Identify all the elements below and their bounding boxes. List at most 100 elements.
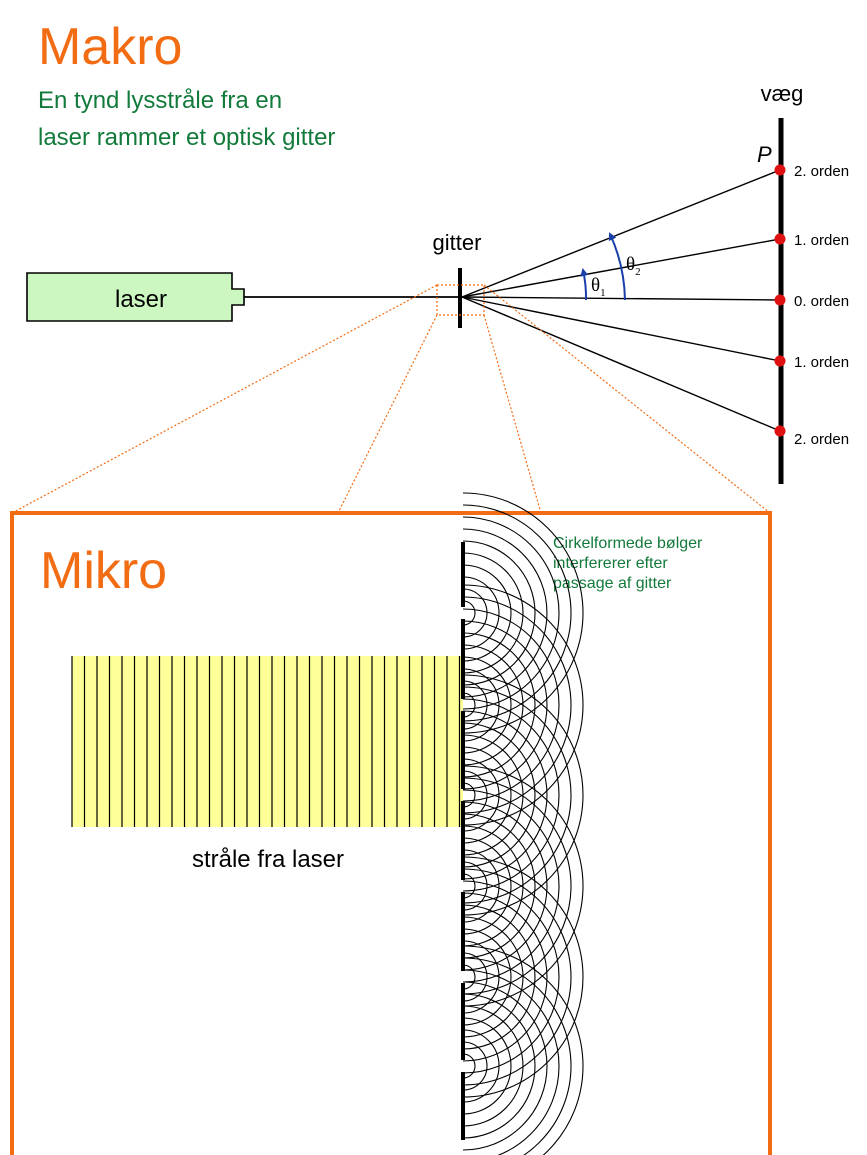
circular-wave-arc: [462, 964, 476, 990]
macro-subtitle-line-1: En tynd lysstråle fra en: [38, 87, 282, 114]
order-dot-2-lower: [774, 425, 786, 437]
circular-wave-arc: [462, 952, 488, 1002]
zoom-region-box: [436, 284, 485, 316]
circular-wave-arc: [462, 588, 488, 638]
circular-wave-arc: [462, 528, 548, 698]
circular-wave-arc: [462, 1017, 512, 1115]
plane-wavefronts: [71, 656, 461, 827]
circular-wave-arc: [462, 608, 560, 802]
circular-wave-arc: [462, 692, 476, 718]
zoom-line-4: [483, 284, 771, 514]
ray-order-0: [461, 296, 781, 301]
circular-wave-arc: [462, 632, 536, 778]
circular-wave-arc: [462, 710, 548, 880]
laser-device: laser: [26, 272, 245, 322]
angle-theta1-arc: [580, 268, 589, 301]
macro-subtitle-line-2: laser rammer et optisk gitter: [38, 124, 335, 151]
circular-wave-arc: [462, 837, 512, 935]
circular-wave-arc: [462, 1005, 524, 1127]
circular-wave-arc: [462, 492, 584, 734]
circular-wave-arc: [462, 668, 500, 742]
order-label-1-upper: 1. orden: [794, 232, 849, 249]
order-label-1-lower: 1. orden: [794, 354, 849, 371]
circular-wave-arc: [462, 644, 524, 766]
circular-wave-arc: [462, 620, 548, 790]
angle-theta1-label: θ1: [591, 275, 606, 299]
circular-wave-arc: [462, 504, 572, 722]
laser-body: [26, 272, 245, 322]
circular-wave-arc: [462, 746, 512, 844]
theta1-subscript: 1: [600, 287, 606, 299]
circular-wave-arc: [462, 686, 572, 904]
order-dot-2-upper: [774, 164, 786, 176]
theta-symbol-1: θ: [591, 275, 600, 296]
point-p-label: P: [757, 142, 772, 167]
micro-note-line-1: Cirkelformede bølger: [553, 535, 703, 552]
circular-wave-arc: [462, 868, 572, 1086]
zoom-line-2: [337, 314, 438, 514]
circular-wave-arc: [462, 782, 476, 808]
order-label-2-upper: 2. orden: [794, 163, 849, 180]
circular-wave-arc: [462, 1053, 476, 1079]
ray-order-2-lower: [461, 296, 781, 432]
circular-wave-arc: [462, 596, 572, 814]
circular-wave-arc: [462, 969, 560, 1155]
circular-wave-arc: [462, 680, 488, 730]
grating-label: gitter: [433, 230, 482, 255]
order-dot-1-upper: [774, 233, 786, 245]
circular-wave-arc: [462, 957, 572, 1155]
ray-order-2-upper: [461, 169, 781, 298]
micro-frame: [10, 511, 772, 1155]
circular-wave-arc: [462, 540, 536, 686]
circular-wave-arc: [462, 916, 524, 1038]
circular-wave-arc: [462, 576, 500, 650]
beam-band: [72, 656, 463, 827]
circular-waves: [462, 492, 584, 1155]
circular-wave-arc: [462, 674, 584, 916]
circular-wave-arc: [462, 770, 488, 820]
zoom-line-3: [483, 314, 542, 514]
circular-wave-arc: [462, 825, 524, 947]
beam-label: stråle fra laser: [192, 846, 344, 873]
zoom-line-1: [11, 284, 438, 514]
circular-wave-arc: [462, 765, 584, 1007]
micro-title: Mikro: [40, 542, 167, 600]
circular-wave-arc: [462, 892, 548, 1062]
circular-wave-arc: [462, 584, 584, 826]
order-label-0: 0. orden: [794, 293, 849, 310]
order-label-2-lower: 2. orden: [794, 431, 849, 448]
circular-wave-arc: [462, 734, 524, 856]
circular-wave-arc: [462, 873, 476, 899]
circular-wave-arc: [462, 928, 512, 1026]
order-dot-1-lower: [774, 355, 786, 367]
micro-note-line-3: passage af gitter: [553, 575, 672, 592]
laser-label: laser: [115, 286, 167, 313]
circular-wave-arc: [462, 856, 584, 1098]
order-dot-0: [774, 294, 786, 306]
circular-wave-arc: [462, 981, 548, 1151]
circular-wave-arc: [462, 789, 560, 983]
circular-wave-arc: [462, 656, 512, 754]
circular-wave-arc: [462, 552, 524, 674]
circular-wave-arc: [462, 801, 548, 971]
circular-wave-arc: [462, 945, 584, 1155]
ray-order-1-lower: [461, 296, 781, 362]
angle-theta2-label: θ2: [626, 254, 641, 278]
circular-wave-arc: [462, 777, 572, 995]
theta2-subscript: 2: [635, 266, 641, 278]
circular-wave-arc: [462, 722, 536, 868]
circular-wave-arc: [462, 698, 560, 892]
micro-note-line-2: interfererer efter: [553, 555, 668, 572]
circular-wave-arc: [462, 861, 488, 911]
circular-wave-arc: [462, 600, 476, 626]
circular-wave-arc: [462, 516, 560, 710]
circular-wave-arc: [462, 904, 536, 1050]
macro-title: Makro: [38, 18, 182, 76]
circular-wave-arc: [462, 880, 560, 1074]
circular-wave-arc: [462, 564, 512, 662]
angle-theta2-arc: [608, 232, 626, 301]
circular-wave-arc: [462, 993, 536, 1139]
circular-wave-arc: [462, 1041, 488, 1091]
circular-wave-arc: [462, 1029, 500, 1103]
